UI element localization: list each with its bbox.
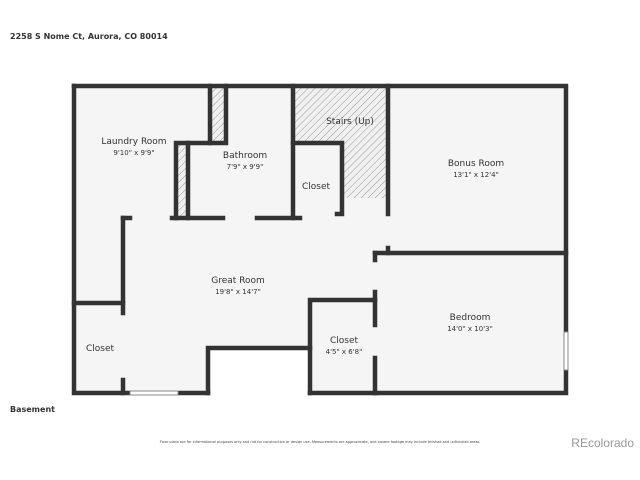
room-dims-bonus: 13'1" x 12'4": [453, 171, 499, 179]
room-label-bonus: Bonus Room: [448, 159, 504, 169]
room-label-bathroom: Bathroom: [223, 151, 267, 161]
room-dims-bedroom: 14'0" x 10'3": [447, 325, 493, 333]
room-label-closet-bedroom: Closet: [330, 336, 359, 346]
room-dims-bathroom: 7'9" x 9'9": [227, 163, 264, 171]
room-dims-laundry: 9'10" x 9'9": [113, 149, 154, 157]
room-label-closet-left: Closet: [86, 344, 115, 354]
room-label-laundry: Laundry Room: [101, 137, 166, 147]
walls: [71, 83, 569, 396]
room-label-great: Great Room: [211, 276, 265, 286]
floor-label: Basement: [10, 405, 55, 414]
room-dims-closet-bedroom: 4'5" x 6'8": [326, 348, 363, 356]
room-label-bedroom: Bedroom: [450, 313, 491, 323]
address-heading: 2258 S Nome Ct, Aurora, CO 80014: [10, 32, 168, 41]
room-label-stairs: Stairs (Up): [326, 117, 374, 127]
floor-area: [74, 86, 566, 393]
windows: [129, 331, 569, 396]
room-label-closet-stairs: Closet: [302, 182, 331, 192]
room-dims-great: 19'8" x 14'7": [215, 288, 261, 296]
brand-logo: REcolorado: [571, 436, 634, 450]
disclaimer: Floor plans are for informational purpos…: [159, 440, 481, 444]
